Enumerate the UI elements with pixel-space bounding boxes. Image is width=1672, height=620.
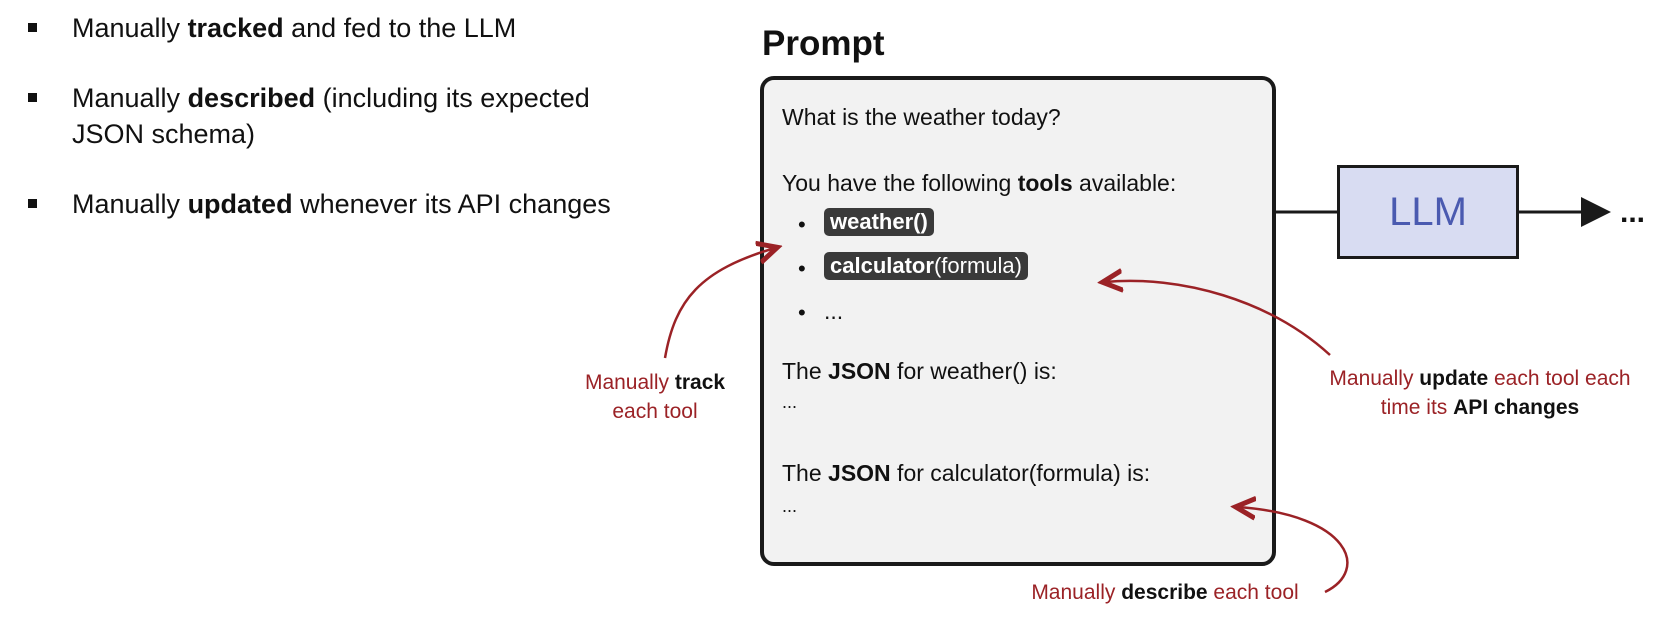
annotation-text: Manually xyxy=(1329,367,1420,390)
annotation-text: each tool xyxy=(612,400,698,423)
llm-output-ellipsis: ... xyxy=(1620,196,1646,229)
llm-box: LLM xyxy=(1337,165,1519,259)
prompt-json-weather: The JSON for weather() is: xyxy=(782,358,1057,385)
tool-bullet-dot: • xyxy=(798,212,806,237)
bullet-text: Manually xyxy=(72,189,188,219)
prompt-text: for weather() is: xyxy=(890,358,1057,384)
bullet-tracked: Manually tracked and fed to the LLM xyxy=(28,10,648,46)
prompt-text: You have the following xyxy=(782,170,1018,196)
llm-label: LLM xyxy=(1389,189,1467,234)
annotation-bold: track xyxy=(674,371,726,394)
bullet-marker xyxy=(28,93,37,102)
track-arrow xyxy=(663,248,775,359)
prompt-text: for calculator(formula) is: xyxy=(890,460,1151,486)
tool-chip-calculator: calculator(formula) xyxy=(824,252,1028,280)
bullet-marker xyxy=(28,23,37,32)
bullet-marker xyxy=(28,199,37,208)
annotation-text: each tool each xyxy=(1488,367,1631,390)
prompt-bold: JSON xyxy=(828,358,891,384)
bullet-updated: Manually updated whenever its API change… xyxy=(28,186,612,222)
tool-bullet-dot: • xyxy=(798,256,806,281)
tool-name: calculator xyxy=(830,253,934,278)
update-arrow xyxy=(1105,281,1331,356)
bullet-text: (including its expected JSON schema) xyxy=(72,83,590,149)
bullet-text: whenever its API changes xyxy=(292,189,611,219)
bullet-text: Manually xyxy=(72,13,188,43)
prompt-bold: JSON xyxy=(828,460,891,486)
prompt-question: What is the weather today? xyxy=(782,104,1061,130)
tool-args: (formula) xyxy=(933,253,1022,278)
annotation-bold: update xyxy=(1419,367,1489,390)
prompt-json-calculator: The JSON for calculator(formula) is: xyxy=(782,460,1150,487)
tool-name: weather() xyxy=(830,209,928,234)
prompt-box: What is the weather today? You have the … xyxy=(760,76,1276,566)
bullet-bold: tracked xyxy=(187,13,284,43)
bullet-text: Manually xyxy=(72,83,188,113)
annotation-update: Manually update each tool each time its … xyxy=(1290,364,1670,422)
bullet-bold: updated xyxy=(187,189,293,219)
json-calculator-ellipsis: ... xyxy=(782,496,798,516)
annotation-text: time its xyxy=(1380,396,1454,419)
tool-more: ... xyxy=(824,298,844,324)
tool-bullet-dot: • xyxy=(798,300,806,325)
annotation-bold: API changes xyxy=(1453,396,1580,419)
prompt-text: The xyxy=(782,358,829,384)
annotation-describe: Manually describe each tool xyxy=(985,578,1345,607)
annotation-track: Manually track each tool xyxy=(565,368,745,426)
bullet-bold: described xyxy=(187,83,316,113)
annotation-bold: describe xyxy=(1121,581,1208,604)
prompt-text: available: xyxy=(1072,170,1177,196)
annotation-text: Manually xyxy=(584,371,675,394)
json-weather-ellipsis: ... xyxy=(782,392,798,412)
bullet-text: and fed to the LLM xyxy=(283,13,517,43)
prompt-bold: tools xyxy=(1017,170,1073,196)
describe-arrow xyxy=(1238,507,1349,594)
prompt-title: Prompt xyxy=(762,24,885,63)
prompt-tools-intro: You have the following tools available: xyxy=(782,170,1176,197)
annotation-text: Manually xyxy=(1031,581,1122,604)
prompt-text: The xyxy=(782,460,829,486)
annotation-text: each tool xyxy=(1207,581,1299,604)
bullet-list: Manually tracked and fed to the LLM Manu… xyxy=(28,10,648,256)
tool-chip-weather: weather() xyxy=(824,208,934,236)
bullet-described: Manually described (including its expect… xyxy=(28,80,592,152)
